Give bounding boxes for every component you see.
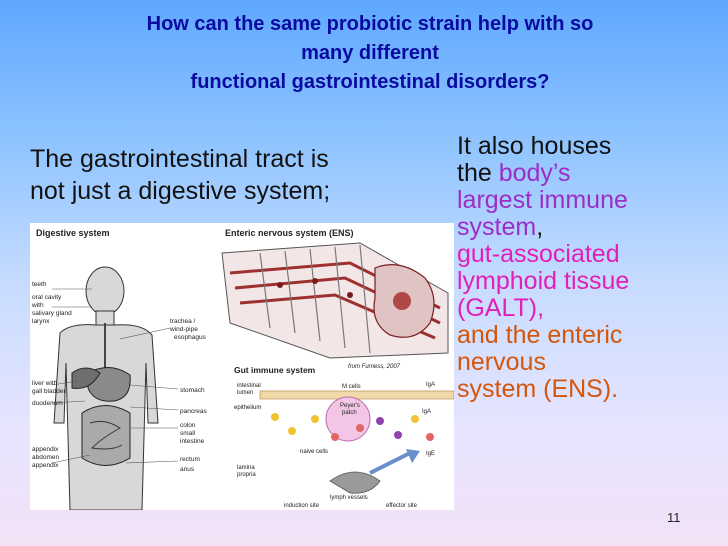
label-liver-2: gall bladder [32,388,66,395]
right-line-1: It also houses [457,132,612,160]
label-stomach: stomach [180,387,205,394]
label-rectum: rectum [180,456,200,463]
label-larynx: larynx [32,318,50,325]
gut-immune-illustration [259,390,454,494]
label-induction-site: induction site [284,503,320,509]
label-epithelium: epithelium [234,405,261,411]
label-intestinal-1: intestinal [237,383,261,389]
label-ige: IgE [426,451,435,457]
label-teeth: teeth [32,281,47,288]
slide-number: 11 [667,510,681,525]
label-effector-site: effector site [386,503,418,509]
ens-title: Enteric nervous system (ENS) [225,228,354,238]
label-appendix-2: abdomen [32,454,59,461]
label-duodenum: duodenum [32,400,63,407]
right-line-4b: , [536,213,544,241]
label-appendix-1: appendix [32,446,59,453]
human-silhouette [53,266,159,510]
label-oral-1: oral cavity [32,294,62,301]
left-statement: The gastrointestinal tract is not just a… [30,143,440,207]
label-peyers-2: patch [342,410,357,416]
right-statement: It also houses the body’s largest immune… [457,133,719,403]
left-line-1: The gastrointestinal tract is [30,145,329,173]
right-line-2a: the [457,159,499,187]
title-line-2: many different [301,42,439,64]
right-line-6: lymphoid tissue [457,267,630,295]
label-lamina-1: lamina [237,465,255,471]
label-peyers-1: Peyer's [340,403,360,409]
label-appendix-3: appendix [32,462,59,469]
label-iga-2: IgA [422,409,431,415]
gut-immune-title: Gut immune system [234,365,316,375]
label-lamina-2: propria [237,472,256,478]
digestive-leader-lines [51,288,179,464]
label-trachea-2: wind-pipe [169,326,198,333]
figure-source: from Furness, 2007 [348,364,401,370]
title-line-3: functional gastrointestinal disorders? [190,71,550,93]
label-m-cells: M cells [342,384,361,390]
right-line-8: and the enteric [457,321,623,349]
right-line-2b: body’s [498,159,571,187]
right-line-4a: system [457,213,537,241]
title-line-1: How can the same probiotic strain help w… [146,13,594,35]
label-naive-cells: naive cells [300,449,328,455]
label-oral-2: with [31,302,44,309]
label-intestinal-2: lumen [237,390,253,396]
label-pancreas: pancreas [180,408,207,415]
right-line-3: largest immune [457,186,628,214]
right-line-9: nervous [457,348,546,376]
ens-illustration [221,242,449,359]
slide-title: How can the same probiotic strain help w… [40,10,700,97]
label-colon-3: intestine [180,438,205,445]
label-colon-1: colon [180,422,196,429]
label-trachea-1: trachea / [170,318,195,325]
gi-tract-figure: Digestive system teeth oral cavity with [30,223,454,510]
label-colon-2: small [180,430,196,437]
left-line-2: not just a digestive system; [30,177,331,205]
right-line-10: system (ENS). [457,375,619,403]
digestive-system-title: Digestive system [36,228,110,238]
right-line-5: gut-associated [457,240,620,268]
right-line-7: (GALT), [457,294,545,322]
label-oral-3: salivary gland [32,310,72,317]
gi-figure-svg: Digestive system teeth oral cavity with [31,228,454,510]
label-lymph-vessels: lymph vessels [330,495,368,501]
label-iga-1: IgA [426,382,435,388]
label-anus: anus [180,466,195,473]
label-liver-1: liver with [32,380,58,387]
label-esophagus: esophagus [174,334,207,341]
